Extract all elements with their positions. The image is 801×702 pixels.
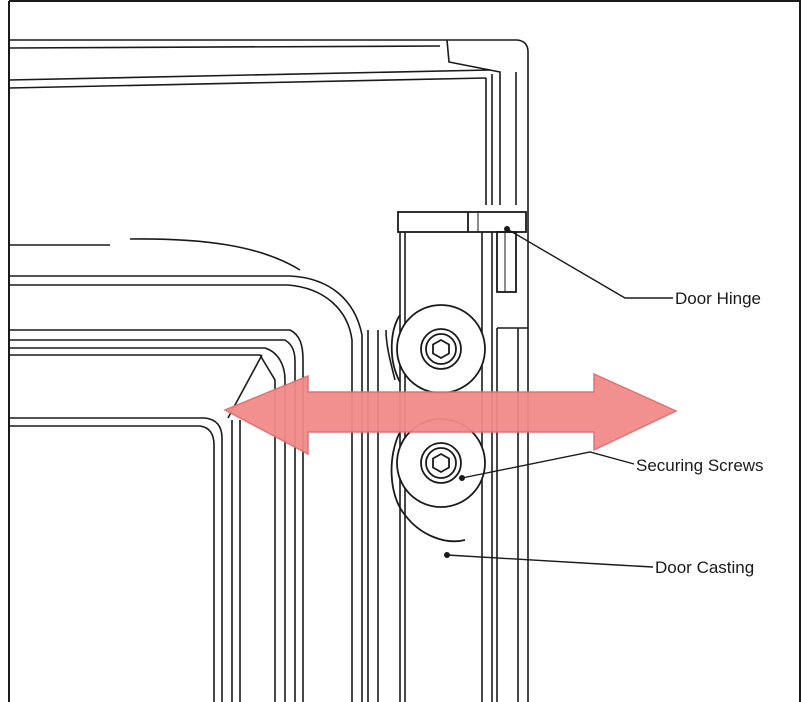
door-hinge-leader	[506, 228, 673, 299]
top-frame-rail	[8, 39, 529, 205]
lower-securing-screw	[390, 418, 486, 543]
securing-screws-label: Securing Screws	[636, 456, 764, 475]
door-casting-leader	[446, 554, 654, 568]
door-hinge-block	[397, 211, 527, 293]
leader-dots	[444, 226, 510, 558]
leader-lines	[446, 228, 673, 568]
securing-screws-leader	[461, 451, 635, 479]
hex-socket-screw-icon	[432, 338, 450, 360]
door-casting-label: Door Casting	[655, 558, 754, 577]
door-hinge-label: Door Hinge	[675, 289, 761, 308]
door-window-panel	[9, 238, 363, 702]
figure-border	[8, 0, 801, 702]
upper-securing-screw	[390, 304, 486, 394]
double-headed-arrow	[223, 372, 678, 456]
hex-socket-screw-icon	[432, 452, 450, 474]
